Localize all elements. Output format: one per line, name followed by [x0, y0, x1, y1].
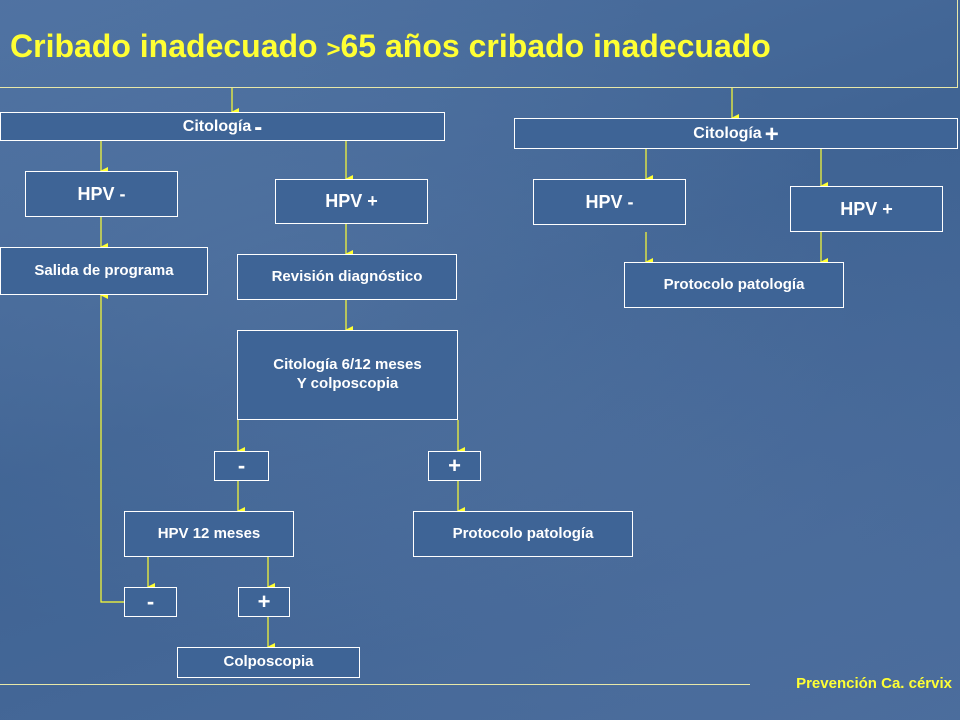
page-title: Cribado inadecuado >65 años cribado inad… [10, 28, 771, 65]
citologia-negativa-box: Citología - [0, 112, 445, 141]
citologia-6-12-line2: Y colposcopia [296, 375, 399, 392]
plus-low-box: + [238, 587, 290, 617]
revision-diagnostico-box: Revisión diagnóstico [237, 254, 457, 300]
title-gt-sign: > [326, 36, 341, 63]
protocolo-patologia-mid-box: Protocolo patología [413, 511, 633, 557]
hpv-negativo-right-label: HPV - [585, 191, 634, 212]
protocolo-patologia-right-label: Protocolo patología [663, 275, 805, 293]
footer-divider [0, 684, 750, 685]
title-text: Cribado inadecuado [10, 28, 327, 64]
hpv-12-meses-box: HPV 12 meses [124, 511, 294, 557]
salida-programa-label: Salida de programa [34, 261, 174, 279]
hpv-12-meses-label: HPV 12 meses [157, 524, 261, 542]
citologia-6-12-line1: Citología 6/12 meses [273, 356, 422, 374]
colposcopia-label: Colposcopia [223, 653, 314, 671]
minus-mid-box: - [214, 451, 269, 481]
plus-mid-box: + [428, 451, 481, 481]
citologia-negativa-label: Citología [182, 117, 252, 135]
hpv-positivo-right-box: HPV + [790, 186, 943, 232]
title-rest: 65 años cribado inadecuado [340, 28, 771, 64]
hpv-negativo-left-box: HPV - [25, 171, 178, 217]
plus-mid-label: + [448, 453, 461, 479]
minus-mid-label: - [237, 453, 246, 479]
hpv-positivo-right-label: HPV + [840, 198, 893, 219]
minus-low-box: - [124, 587, 177, 617]
salida-programa-box: Salida de programa [0, 247, 208, 295]
plus-low-label: + [257, 589, 271, 615]
arrow-minus-salida-return [100, 291, 124, 603]
protocolo-patologia-mid-label: Protocolo patología [452, 524, 594, 542]
minus-low-label: - [146, 589, 155, 615]
colposcopia-box: Colposcopia [177, 647, 360, 678]
hpv-positivo-left-box: HPV + [275, 179, 428, 224]
protocolo-patologia-right-box: Protocolo patología [624, 262, 844, 308]
revision-diagnostico-label: Revisión diagnóstico [271, 267, 423, 285]
hpv-negativo-left-label: HPV - [77, 183, 126, 204]
hpv-positivo-left-label: HPV + [325, 191, 378, 212]
title-bar [0, 0, 958, 88]
citologia-positiva-sign: + [764, 120, 779, 148]
citologia-positiva-label: Citología [693, 124, 762, 142]
hpv-negativo-right-box: HPV - [533, 179, 686, 225]
citologia-negativa-sign: - [254, 113, 263, 141]
footer-text: Prevención Ca. cérvix [796, 675, 952, 692]
citologia-positiva-box: Citología + [514, 118, 958, 149]
